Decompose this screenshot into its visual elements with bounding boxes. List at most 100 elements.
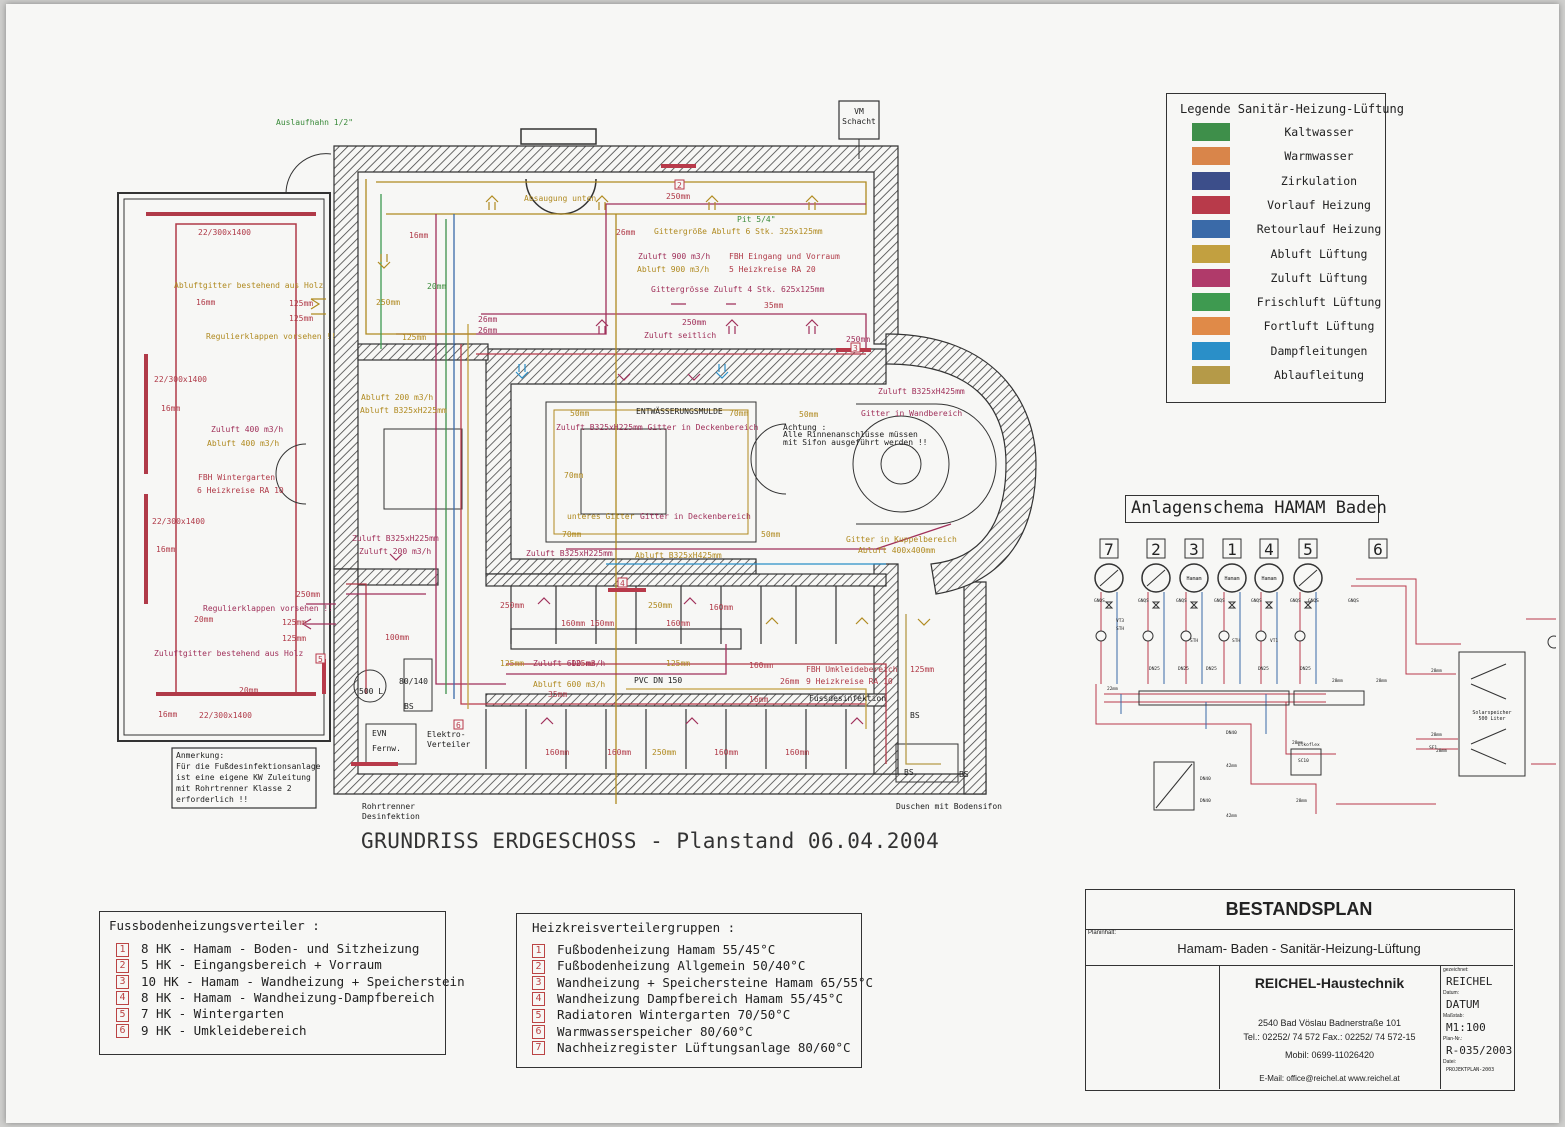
panel-item-text: 5 HK - Eingangsbereich + Vorraum [141,957,382,973]
plan-label: Gitter in Deckenbereich [640,512,751,521]
plan-label: Zuluft B325xH425mm [878,387,965,396]
panel-item-text: Wandheizung + Speichersteine Hamam 65/55… [557,974,874,990]
plan-label: 22/300x1400 [152,517,205,526]
panel-item-text: 8 HK - Hamam - Wandheizung-Dampfbereich [141,989,435,1005]
pump-icon [1294,630,1306,642]
legend-item: Kaltwasser [1192,123,1372,143]
plan-label: PVC DN 150 [634,676,682,685]
pipe-runs [306,164,952,804]
valve-icon [1189,601,1199,609]
panel-item-text: Nachheizregister Lüftungsanlage 80/60°C [557,1039,851,1055]
panel-item-number: 3 [532,976,545,991]
title-field-value: R-035/2003 [1446,1044,1513,1057]
gauge-icon [1179,563,1209,593]
valve-icon [1227,601,1237,609]
plan-label: BS [959,770,969,779]
note-line: Für die Fußdesinfektionsanlage [176,762,321,771]
plan-label: 160mm [561,619,585,628]
plan-label: 26mm [478,326,497,335]
plan-label: Desinfektion [362,812,420,821]
plan-label: 500 L [359,687,383,696]
plan-label: 100mm [385,633,409,642]
company-name: REICHEL-Haustechnik [1254,975,1405,991]
hk-panel-title: Heizkreisverteilergruppen : [532,920,736,935]
schema-circuit-box [1222,538,1242,559]
panel-item-text: 7 HK - Wintergarten [141,1006,284,1022]
plan-label: 125mm [289,299,313,308]
plan-label: 250mm [500,601,524,610]
plan-label: Verteiler [427,740,471,749]
plan-label: BS [404,702,414,711]
plan-label: Abluft 400 m3/h [207,439,279,448]
plan-label: 70mm [564,471,583,480]
gauge-needle [1146,569,1166,587]
circuit-marker-box [850,342,861,353]
legend-label: Retourlauf Heizung [1256,222,1382,237]
plan-label: 26mm [478,315,497,324]
plan-label: 35mm [548,690,567,699]
gauge-needle [1298,569,1318,587]
schema-circuit-number: 6 [1373,540,1383,559]
plan-label: 16mm [196,298,215,307]
title-field-label: Plan-Nr.: [1443,1036,1463,1042]
schema-small-label: GNQS [1251,598,1262,604]
panel-item-number: 2 [532,959,545,974]
expansion-vessel [1290,748,1322,776]
panel-item-text: 9 HK - Umkleidebereich [141,1022,307,1038]
schema-small-label: 42mm [1226,763,1237,769]
note-line: ist eine eigene KW Zuleitung [176,773,311,782]
legend-item: Ablaufleitung [1192,366,1372,386]
plan-label: 16mm [161,404,180,413]
plan-label: 125mm [666,659,690,668]
plan-label: 80/140 [399,677,428,686]
legend-swatch [1192,341,1230,360]
fbh-panel [99,911,446,1055]
schema-circuit-box [1099,538,1119,559]
drawing-title: GRUNDRISS ERDGESCHOSS - Planstand 06.04.… [361,829,939,853]
pump-icon [1142,630,1154,642]
tap-label: Auslaufhahn 1/2" [276,118,353,127]
planinhalt-label: Planinhalt: [1088,930,1117,936]
schema-circuit-number: 3 [1189,540,1199,559]
legend-swatch [1192,171,1230,190]
hk-panel [516,913,862,1068]
plan-label: EVN [372,729,387,738]
solar-tank [1458,651,1526,777]
plan-label: Zuluft B325xH225mm [526,549,613,558]
plan-label: 26mm [780,677,799,686]
schema-small-label: GNQS [1176,598,1187,604]
pump-icon [1218,630,1230,642]
panel-item-text: 8 HK - Hamam - Boden- und Sitzheizung [141,941,420,956]
note-box [171,747,317,809]
schema-small-label: 28mm [1376,678,1387,684]
legend-label: Abluft Lüftung [1270,246,1368,261]
panel-item-text: Radiatoren Wintergarten 70/50°C [557,1007,791,1023]
distributor-bar [1138,690,1290,706]
legend-item: Vorlauf Heizung [1192,195,1372,216]
panel-item-text: 10 HK - Hamam - Wandheizung + Speicherst… [141,973,465,989]
schema-small-label: 22mm [1107,686,1118,692]
gauge-icon [1217,563,1247,593]
plan-label: unteres Gitter [567,512,635,521]
title-block-divider [1085,889,1513,930]
plan-label: 35mm [764,301,783,310]
plan-label: Absaugung unten [524,194,596,203]
plan-label: 160mm [590,619,614,628]
circuit-marker: 4 [620,579,625,588]
plan-label: 125mm [289,314,313,323]
gauge-icon [1094,563,1124,593]
gauge-label: Hamam [1224,576,1239,582]
schema-pipe [1356,578,1461,645]
legend-label: Warmwasser [1284,149,1354,164]
panel-item-text: Warmwasserspeicher 80/60°C [557,1023,753,1039]
schema-title-box [1125,495,1379,523]
schema-small-label: GNQS [1138,598,1149,604]
plan-label: FBH Eingang und Vorraum [729,252,840,261]
company-phone: Tel.: 02252/ 74 572 Fax.: 02252/ 74 572-… [1243,1032,1416,1042]
